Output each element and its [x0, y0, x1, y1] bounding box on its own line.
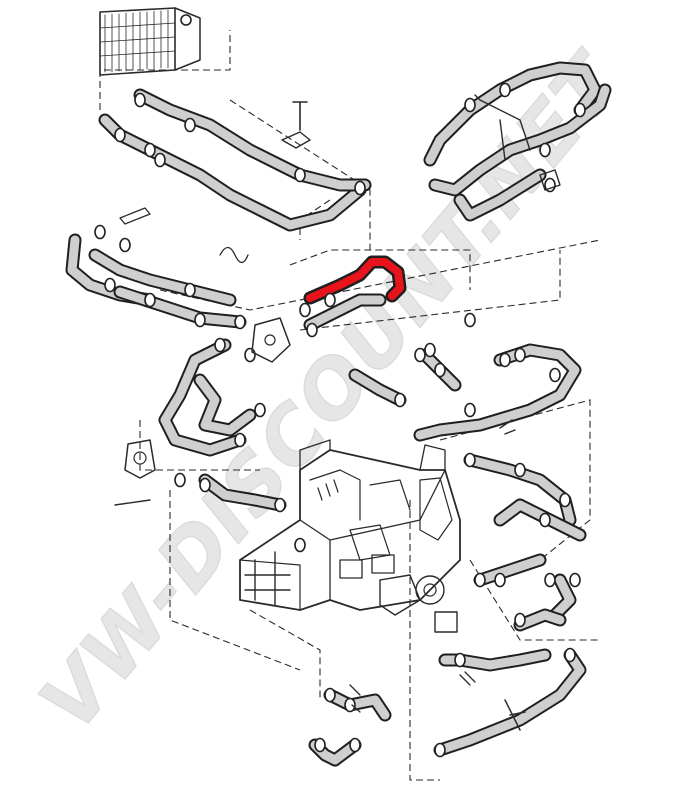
hose-clamp-icon: [434, 362, 446, 378]
hose-clamp-icon: [314, 737, 326, 753]
hose-mid-loop-a-body: [160, 340, 245, 455]
hose-center-body: [350, 370, 405, 405]
hose-clamp-icon: [94, 224, 106, 240]
hose-clamp-icon: [306, 322, 318, 338]
hose-bottom-long-outline: [433, 648, 587, 757]
hose-right-top-c-body: [455, 170, 545, 220]
hose-clamp-icon: [324, 292, 336, 308]
hose-clamp-icon: [294, 167, 306, 183]
hose-clamp-icon: [199, 477, 211, 493]
hose-clamps: [94, 82, 586, 758]
hose-clamp-icon: [299, 302, 311, 318]
hose-clamp-icon: [104, 277, 116, 293]
hose-clamp-icon: [194, 312, 206, 328]
hose-clamp-icon: [119, 237, 131, 253]
highlighted-coolant-hose: [306, 258, 404, 302]
hose-clamp-icon: [394, 392, 406, 408]
hose-clamp-icon: [544, 572, 556, 588]
hose-clamp-icon: [244, 347, 256, 363]
hose-clamp-icon: [514, 462, 526, 478]
hose-clamp-icon: [234, 432, 246, 448]
hose-clamp-icon: [414, 347, 426, 363]
hose-clamp-icon: [344, 697, 356, 713]
hose-clamp-icon: [134, 92, 146, 108]
hose-clamp-icon: [324, 687, 336, 703]
hose-left-pair-b-body: [115, 287, 245, 327]
hose-clamp-icon: [114, 127, 126, 143]
hose-small-right-body: [515, 610, 565, 630]
hose-left-pair-a-body: [90, 250, 235, 305]
hose-clamp-icon: [144, 142, 156, 158]
hose-clamp-icon: [144, 292, 156, 308]
hose-clamp-icon: [154, 152, 166, 168]
hose-clamp-icon: [514, 347, 526, 363]
water-pump-icon: [124, 439, 156, 479]
hose-clamp-icon: [474, 572, 486, 588]
hose-clamp-icon: [454, 652, 466, 668]
hose-clamp-icon: [514, 612, 526, 628]
hose-clamp-icon: [499, 352, 511, 368]
hose-clamp-icon: [559, 492, 571, 508]
hose-mid-loop-b-body: [195, 375, 255, 435]
hose-bottom-long-body: [435, 650, 585, 755]
hose-clamp-icon: [544, 177, 556, 193]
coolant-hoses: [65, 61, 612, 767]
hose-clamp-icon: [254, 402, 266, 418]
hose-clamp-icon: [424, 342, 436, 358]
hose-clamp-icon: [174, 472, 186, 488]
t-connector-icon: [504, 699, 526, 731]
hose-clamp-icon: [569, 572, 581, 588]
hose-clamp-icon: [564, 647, 576, 663]
hose-bottom-left-body: [325, 690, 390, 720]
hose-clamp-icon: [549, 367, 561, 383]
hose-right-mid-body: [415, 345, 580, 440]
hose-right-top-a-body: [425, 63, 600, 165]
hose-clamp-icon: [539, 512, 551, 528]
small-parts: [114, 94, 561, 731]
hose-clamp-icon: [494, 572, 506, 588]
hose-right-low-c-body: [475, 555, 545, 585]
hose-top-upper-body: [135, 90, 370, 190]
hose-clamp-icon: [234, 314, 246, 330]
bolt-icon: [292, 101, 308, 131]
hose-clamp-icon: [294, 537, 306, 553]
hose-under-left-body: [200, 475, 285, 510]
hose-clamp-icon: [214, 337, 226, 353]
hose-clamp-icon: [464, 402, 476, 418]
radiator-icon: [99, 7, 201, 76]
hose-clamp-icon: [274, 497, 286, 513]
hose-clamp-icon: [539, 142, 551, 158]
thermostat-housing-icon: [251, 317, 291, 363]
hose-right-top-b-body: [430, 85, 610, 195]
hose-clamp-icon: [499, 82, 511, 98]
hose-lower-mid-body: [305, 295, 385, 330]
hose-clamp-icon: [184, 282, 196, 298]
hose-top-long-body: [100, 115, 365, 230]
hose-right-low-d-body: [550, 575, 575, 620]
hose-clamp-icon: [349, 737, 361, 753]
hose-clamp-icon: [354, 180, 366, 196]
hose-clamp-icon: [184, 117, 196, 133]
hose-clamp-icon: [574, 102, 586, 118]
engine-block-icon: [239, 439, 461, 616]
hose-clamp-icon: [434, 742, 446, 758]
hose-clamp-icon: [464, 312, 476, 328]
hose-clamp-icon: [464, 97, 476, 113]
hose-clamp-icon: [464, 452, 476, 468]
hose-right-lower-b-body: [495, 500, 585, 540]
